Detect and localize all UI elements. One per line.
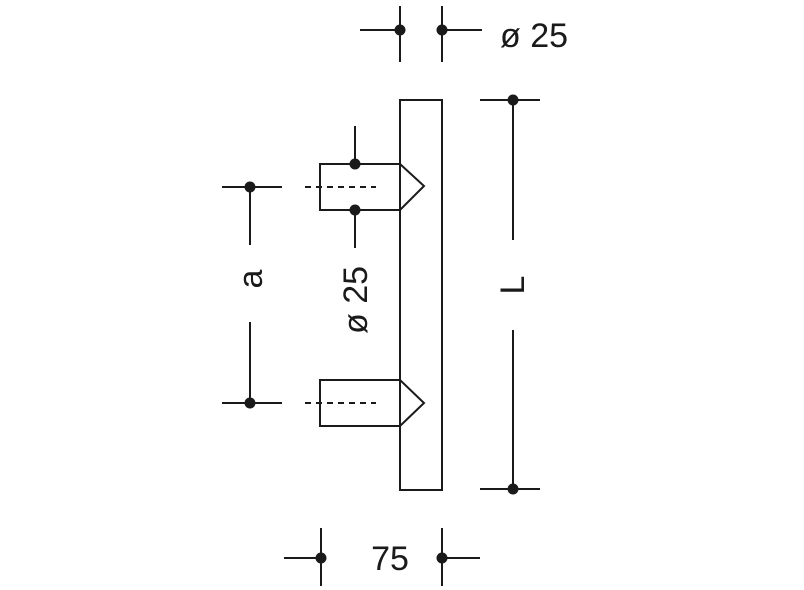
spacing-dimension: [222, 181, 282, 409]
post-diameter-dimension: [349, 126, 361, 248]
projection-dimension: [284, 528, 480, 586]
spacing-label: a: [232, 269, 270, 288]
lower-standoff-post: [319, 379, 426, 427]
post-diameter-label: ø 25: [337, 266, 375, 334]
top-diameter-dimension: [360, 6, 482, 62]
top-diameter-label: ø 25: [500, 17, 568, 55]
length-dimension: [480, 94, 540, 495]
handle-bar: [399, 99, 443, 491]
length-label: L: [494, 276, 532, 295]
projection-label: 75: [371, 540, 409, 578]
